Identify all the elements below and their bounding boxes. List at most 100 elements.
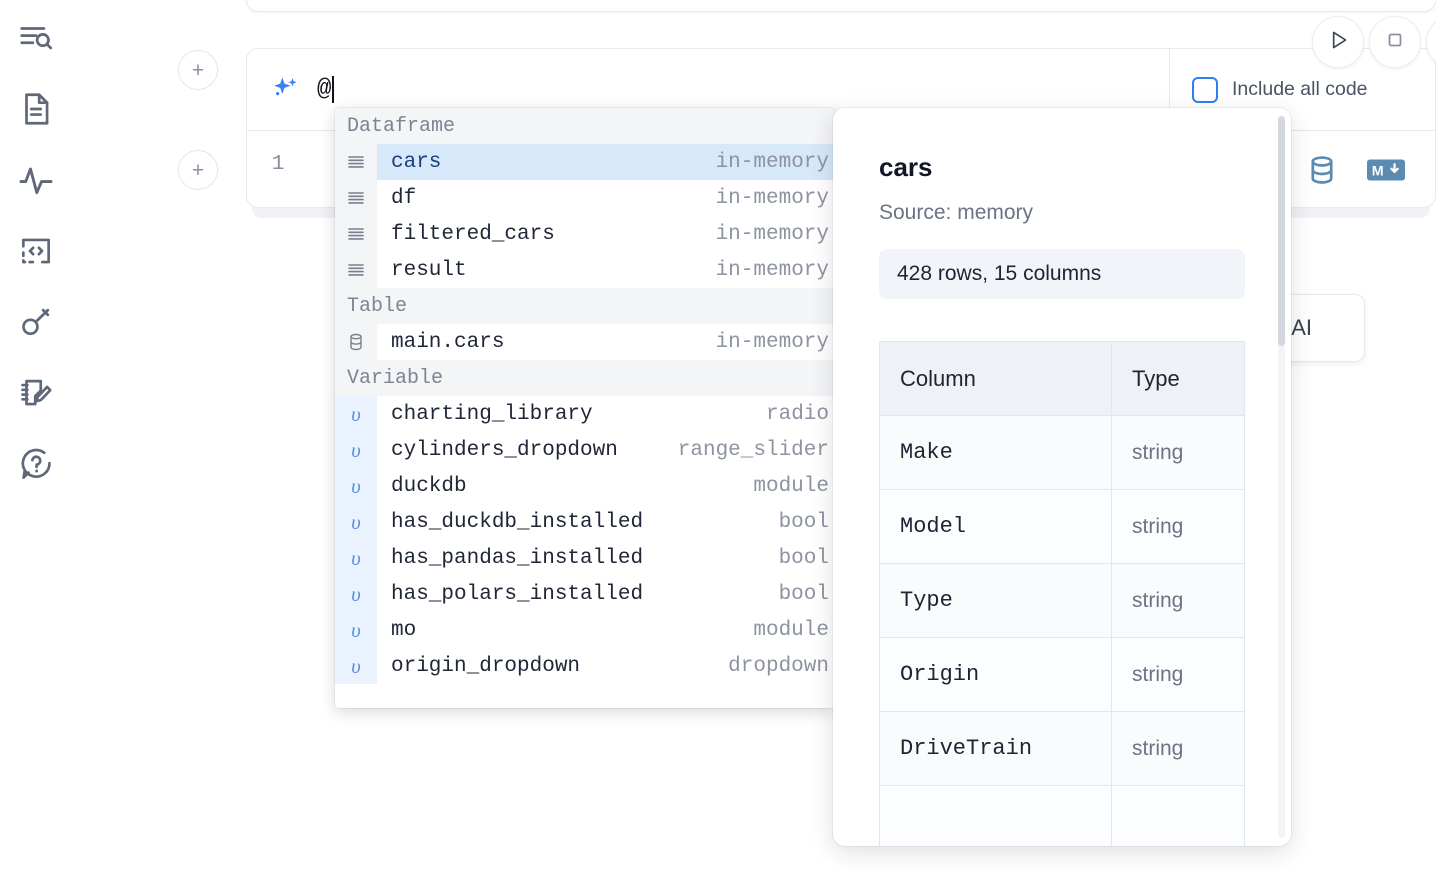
autocomplete-item-name: charting_library	[391, 402, 593, 426]
panel-scrollbar-thumb[interactable]	[1278, 116, 1285, 346]
sidebar-item-explore[interactable]	[12, 14, 60, 62]
table-header-row: Column Type	[879, 341, 1245, 416]
variable-icon: υ	[335, 396, 377, 432]
panel-source: Source: memory	[879, 201, 1034, 224]
play-icon	[1325, 27, 1351, 58]
sidebar-item-runtime[interactable]	[12, 156, 60, 204]
variable-icon: υ	[335, 540, 377, 576]
include-all-code-label: Include all code	[1232, 78, 1368, 100]
plus-icon: +	[191, 158, 205, 182]
run-button[interactable]	[1312, 16, 1364, 68]
sidebar-item-snippets[interactable]	[12, 227, 60, 275]
panel-shape-badge: 428 rows, 15 columns	[879, 249, 1245, 299]
notebook-pencil-icon	[17, 374, 55, 412]
ai-prompt-input[interactable]: @	[303, 49, 1169, 130]
sidebar-item-help[interactable]	[12, 440, 60, 488]
autocomplete-item-body: has_polars_installed bool	[377, 576, 835, 612]
table-database-icon	[335, 324, 377, 360]
sidebar-item-secrets[interactable]	[12, 298, 60, 346]
key-icon	[17, 303, 55, 341]
outline-search-icon	[17, 19, 55, 57]
autocomplete-item-name: cylinders_dropdown	[391, 438, 618, 462]
sidebar-item-scratchpad[interactable]	[12, 369, 60, 417]
dataframe-icon	[335, 144, 377, 180]
ai-sparkle-icon	[269, 73, 303, 107]
autocomplete-item[interactable]: df in-memory	[335, 180, 835, 216]
cell-column-type: string	[1111, 711, 1245, 786]
cell-icon-group: M	[1305, 153, 1405, 192]
dataframe-icon	[335, 180, 377, 216]
cell-column-name: DriveTrain	[879, 711, 1112, 786]
cell-column-type: string	[1111, 489, 1245, 564]
autocomplete-item-name: has_duckdb_installed	[391, 510, 644, 534]
cell-column-type: string	[1111, 637, 1245, 712]
panel-title: cars	[879, 152, 933, 182]
stop-button[interactable]	[1369, 16, 1421, 68]
markdown-icon[interactable]: M	[1367, 157, 1405, 188]
add-cell-below-button[interactable]: +	[178, 150, 218, 190]
autocomplete-item-type: in-memory	[715, 186, 829, 210]
variable-icon: υ	[335, 468, 377, 504]
autocomplete-item-type: bool	[778, 546, 829, 570]
header-column: Column	[879, 341, 1112, 416]
include-all-code-control[interactable]: Include all code	[1169, 49, 1435, 130]
activity-pulse-icon	[17, 161, 55, 199]
stop-square-icon	[1383, 28, 1407, 57]
sidebar-item-files[interactable]	[12, 85, 60, 133]
database-icon[interactable]	[1305, 153, 1339, 192]
autocomplete-item-type: module	[753, 618, 829, 642]
help-chat-icon	[17, 445, 55, 483]
autocomplete-item-name: df	[391, 186, 417, 210]
autocomplete-group-header: Dataframe	[335, 108, 835, 144]
autocomplete-group-header: Variable	[335, 360, 835, 396]
panel-scroll-track[interactable]	[1278, 116, 1285, 838]
plus-icon: +	[191, 58, 205, 82]
add-cell-above-button[interactable]: +	[178, 50, 218, 90]
cell-column-name: Model	[879, 489, 1112, 564]
cell-column-name	[879, 785, 1112, 846]
autocomplete-item-type: module	[753, 474, 829, 498]
cell-column-name: Type	[879, 563, 1112, 638]
sidebar-rail	[0, 0, 72, 874]
autocomplete-item-type: in-memory	[715, 150, 829, 174]
include-all-code-checkbox[interactable]	[1192, 76, 1218, 103]
autocomplete-item-body: df in-memory	[377, 180, 835, 216]
table-row-partial	[879, 785, 1245, 846]
autocomplete-item-type: in-memory	[715, 258, 829, 282]
autocomplete-item-name: origin_dropdown	[391, 654, 581, 678]
dataframe-info-panel: cars Source: memory 428 rows, 15 columns…	[833, 108, 1291, 846]
autocomplete-item-name: has_polars_installed	[391, 582, 644, 606]
autocomplete-item-type: bool	[778, 582, 829, 606]
ai-prompt-value: @	[317, 76, 332, 103]
code-brackets-icon	[17, 232, 55, 270]
autocomplete-item-type: in-memory	[715, 222, 829, 246]
cell-column-type	[1111, 785, 1245, 846]
